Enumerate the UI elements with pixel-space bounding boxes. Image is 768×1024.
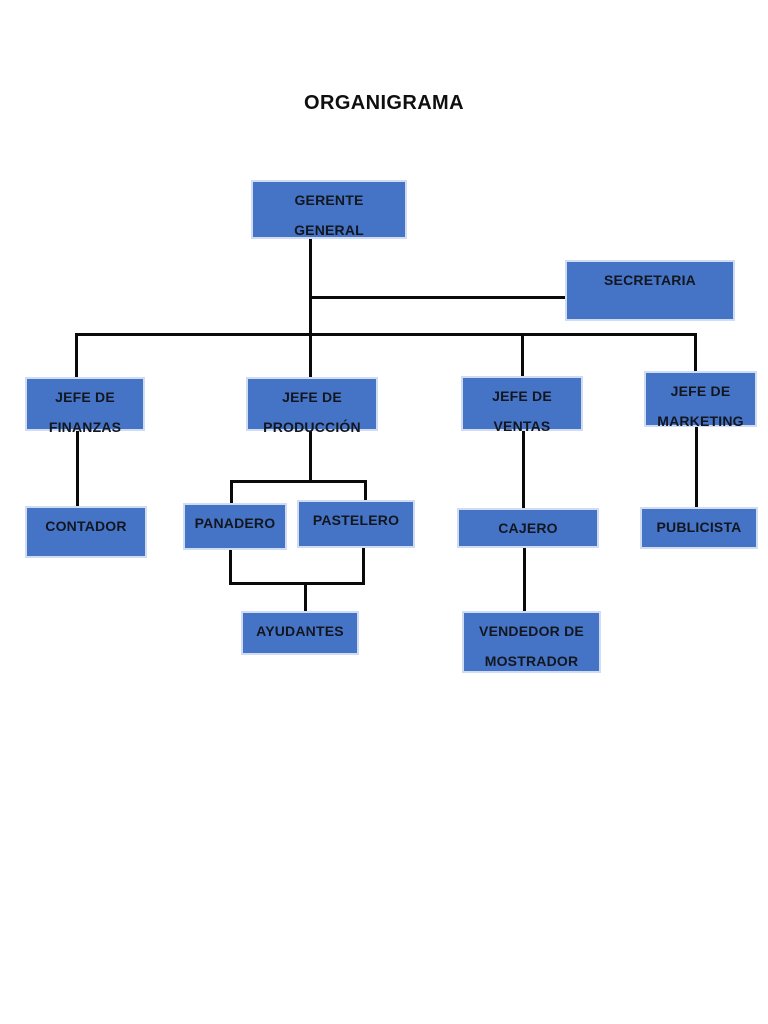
node-jefe-marketing: JEFE DE MARKETING (644, 371, 757, 429)
node-label: CAJERO (498, 520, 558, 536)
connector-pastelero-stub (364, 480, 367, 500)
node-panadero: PANADERO (183, 503, 287, 550)
node-label: GERENTE (294, 192, 364, 208)
connector-ayudantes-stub (304, 582, 307, 611)
connector-produccion-vertical (309, 431, 312, 483)
node-label: VENDEDOR DE (479, 623, 584, 639)
node-jefe-ventas: JEFE DE VENTAS (461, 376, 583, 434)
connector-marketing-publicista (695, 427, 698, 507)
node-label: PRODUCCIÓN (263, 419, 361, 435)
connector-cajero-vendedor (523, 548, 526, 611)
node-label: PASTELERO (312, 512, 400, 528)
connector-panadero-stub (230, 480, 233, 503)
node-cajero: CAJERO (457, 508, 599, 548)
connector-ventas-cajero (522, 431, 525, 508)
node-label: SECRETARIA (604, 272, 696, 288)
node-label: JEFE DE (282, 389, 342, 405)
page-title: ORGANIGRAMA (304, 92, 464, 114)
connector-panadero-down (229, 550, 232, 585)
node-publicista: PUBLICISTA (640, 507, 758, 549)
connector-pastelero-down (362, 548, 365, 585)
connector-gerente-vertical (309, 239, 312, 377)
node-vendedor-mostrador: VENDEDOR DE MOSTRADOR (462, 611, 601, 673)
node-label: JEFE DE (55, 389, 115, 405)
node-ayudantes: AYUDANTES (241, 611, 359, 655)
connector-finanzas-stub (75, 333, 78, 377)
node-label: VENTAS (493, 418, 551, 434)
node-jefe-produccion: JEFE DE PRODUCCIÓN (246, 377, 378, 435)
node-label: AYUDANTES (256, 623, 344, 639)
node-label: PUBLICISTA (656, 519, 742, 535)
node-label: JEFE DE (492, 388, 552, 404)
node-secretaria: SECRETARIA (565, 260, 735, 321)
node-contador: CONTADOR (25, 506, 147, 558)
node-label: FINANZAS (48, 419, 122, 435)
node-label: PANADERO (194, 515, 276, 531)
node-jefe-finanzas: JEFE DE FINANZAS (25, 377, 145, 435)
connector-ayudantes-bracket (229, 582, 365, 585)
node-label: CONTADOR (45, 518, 127, 534)
node-label: MOSTRADOR (484, 653, 579, 669)
node-gerente-general: GERENTE GENERAL (251, 180, 407, 239)
node-pastelero: PASTELERO (297, 500, 415, 548)
connector-main-horizontal (75, 333, 697, 336)
connector-produccion-bracket (230, 480, 367, 483)
node-label: GENERAL (294, 222, 364, 238)
connector-marketing-stub (694, 333, 697, 371)
node-label: MARKETING (657, 413, 744, 429)
connector-ventas-stub (521, 333, 524, 376)
node-label: JEFE DE (670, 383, 731, 399)
connector-finanzas-contador (76, 431, 79, 506)
connector-secretaria-horizontal (310, 296, 565, 299)
